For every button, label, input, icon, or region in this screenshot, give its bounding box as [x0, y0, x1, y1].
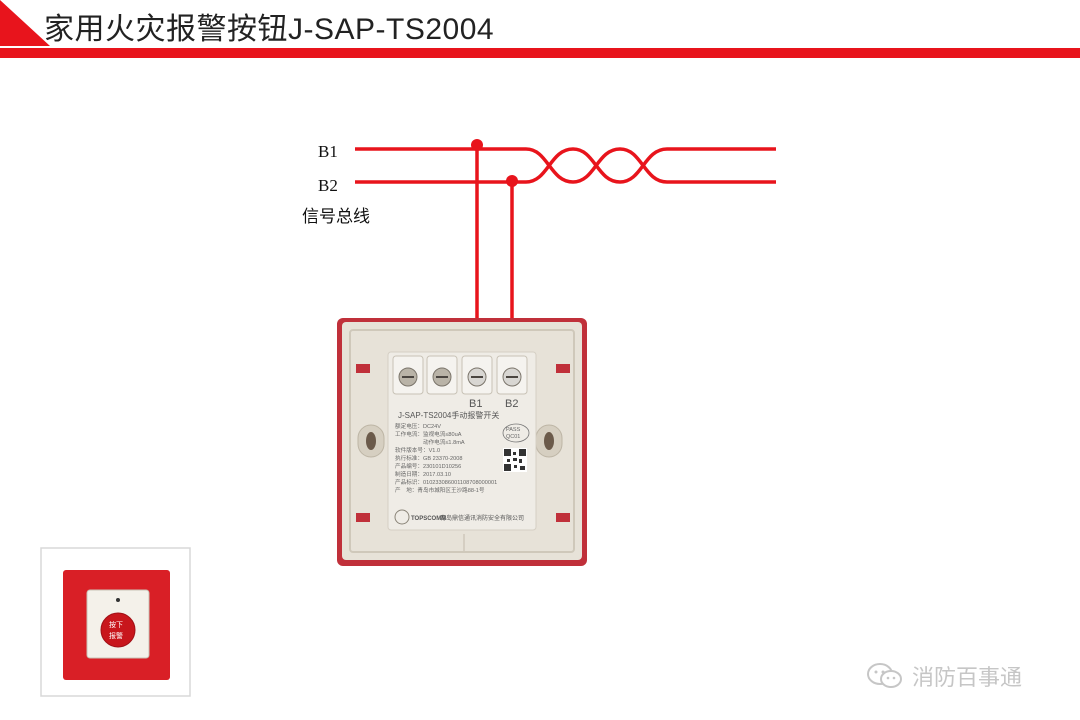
bus-caption: 信号总线 [302, 207, 370, 226]
pass-stamp-text-1: PASS [506, 427, 521, 433]
corner-tab [556, 364, 570, 373]
watermark-text: 消防百事通 [912, 665, 1023, 690]
manufacturer: 青岛鼎信通讯消防安全有限公司 [440, 514, 524, 522]
twisted-wire-b [525, 147, 776, 184]
device-inner-frame [349, 329, 575, 553]
spec-line: 制造日期：2017.03.10 [395, 470, 451, 478]
mounting-hole-right [544, 432, 554, 450]
terminal-label-b2: B2 [505, 398, 518, 410]
corner-tab [356, 364, 370, 373]
twisted-wire-a [525, 147, 776, 184]
spec-line: 执行标准：GB 23370-2008 [395, 454, 462, 462]
alarm-button [100, 612, 136, 648]
spec-line: 软件版本号：V1.0 [395, 446, 440, 454]
pass-stamp-text-2: QC01 [506, 434, 520, 440]
alarm-button-text-1: 按下 [109, 620, 123, 629]
device-back: B1 B2 J-SAP-TS2004手动报警开关 PASS QC01 额定电压：… [337, 318, 587, 566]
spec-line: 产品编号：230101D10256 [395, 462, 461, 470]
terminal-label-b1: B1 [469, 398, 482, 410]
spec-line: 工作电流：监视电流≤80uA [395, 430, 462, 438]
wechat-icon [867, 663, 902, 688]
mounting-hole-left [366, 432, 376, 450]
indicator-led [116, 598, 120, 602]
bus-label-b2: B2 [318, 176, 338, 195]
spec-line: 产 地：青岛市城阳区王沙路88-1号 [395, 486, 485, 494]
alarm-button-text-2: 报警 [109, 631, 123, 640]
label-board [387, 351, 537, 531]
spec-line: 额定电压：DC24V [395, 422, 441, 430]
model-line: J-SAP-TS2004手动报警开关 [398, 410, 499, 420]
corner-tab [356, 513, 370, 522]
pass-stamp [502, 423, 530, 443]
spec-list: 额定电压：DC24V 工作电流：监视电流≤80uA 动作电流≤1.8mA 软件版… [395, 422, 497, 494]
junction-b2 [506, 175, 518, 187]
brand-name: TOPSCOMM [411, 516, 446, 522]
spec-line: 产品标识：010233086001108708000001 [395, 478, 497, 486]
bus-label-b1: B1 [318, 142, 338, 161]
watermark: 消防百事通 [866, 660, 1022, 692]
device-front-thumbnail: 按下 报警 [40, 547, 191, 697]
terminal-block [392, 355, 528, 395]
header-rule [0, 48, 1080, 58]
header-triangle [0, 0, 50, 46]
qr-code [503, 448, 527, 472]
junction-b1 [471, 139, 483, 151]
brand-logo-icon [394, 509, 410, 525]
spec-line: 动作电流≤1.8mA [395, 438, 465, 446]
slide-title: 家用火灾报警按钮J-SAP-TS2004 [44, 13, 495, 46]
corner-tab [556, 513, 570, 522]
